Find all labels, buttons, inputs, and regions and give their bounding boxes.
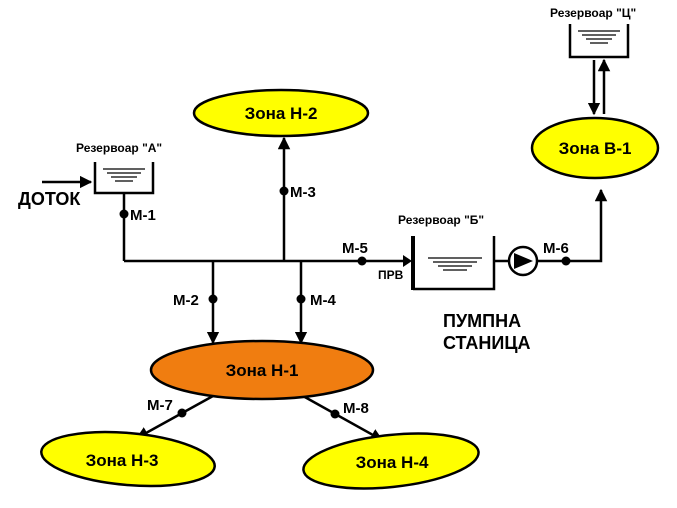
meter-m1-label: М-1 — [130, 207, 156, 224]
pump-station-label-2: СТАНИЦА — [443, 333, 531, 353]
meter-m2-label: М-2 — [173, 292, 199, 309]
reservoir-b-label: Резервоар "Б" — [398, 213, 484, 227]
zone-v1: Зона В-1 — [530, 116, 660, 180]
zone-n2: Зона Н-2 — [192, 88, 370, 138]
zone-n1-label: Зона Н-1 — [226, 361, 299, 380]
zone-n4-label: Зона Н-4 — [356, 453, 429, 472]
zone-n3: Зона Н-3 — [40, 430, 216, 488]
zone-n3-label: Зона Н-3 — [86, 451, 159, 470]
meter-dot-icon — [208, 294, 218, 304]
water-level-icon — [428, 257, 482, 271]
reservoir-b: Резервоар "Б" — [398, 213, 496, 291]
meter-dot-icon — [279, 186, 289, 196]
meter-dot-icon — [177, 408, 187, 418]
zone-n4: Зона Н-4 — [302, 432, 480, 490]
meter-dot-icon — [296, 294, 306, 304]
reservoir-a: Резервоар "А" — [76, 141, 162, 195]
meter-dot-icon — [561, 256, 571, 266]
inflow-label: ДОТОК — [18, 189, 81, 209]
pipe-m6 — [537, 188, 608, 263]
water-level-icon — [103, 168, 145, 182]
pump-icon — [507, 245, 539, 277]
prv-label: ПРВ — [378, 268, 404, 282]
reservoir-c-label: Резервоар "Ц" — [550, 6, 636, 20]
pump-station-label-1: ПУМПНА — [443, 311, 521, 331]
pipe-m7 — [135, 394, 214, 440]
meter-m6-label: М-6 — [543, 240, 569, 257]
meter-m4-label: М-4 — [310, 292, 336, 309]
zone-v1-label: Зона В-1 — [559, 139, 632, 158]
meter-m5-label: М-5 — [342, 240, 368, 257]
meter-dot-icon — [119, 209, 129, 219]
reservoir-c: Резервоар "Ц" — [550, 6, 636, 59]
zone-n1: Зона Н-1 — [149, 339, 375, 401]
meter-m3-label: М-3 — [290, 184, 316, 201]
meter-m7-label: М-7 — [147, 397, 173, 414]
water-level-icon — [578, 30, 620, 44]
meter-m8-label: М-8 — [343, 400, 369, 417]
meter-dot-icon — [330, 409, 340, 419]
pipe-m8 — [302, 394, 384, 442]
zone-n2-label: Зона Н-2 — [245, 104, 318, 123]
reservoir-a-label: Резервоар "А" — [76, 141, 162, 155]
prv-valve-icon — [403, 255, 412, 267]
meter-dot-icon — [357, 256, 367, 266]
